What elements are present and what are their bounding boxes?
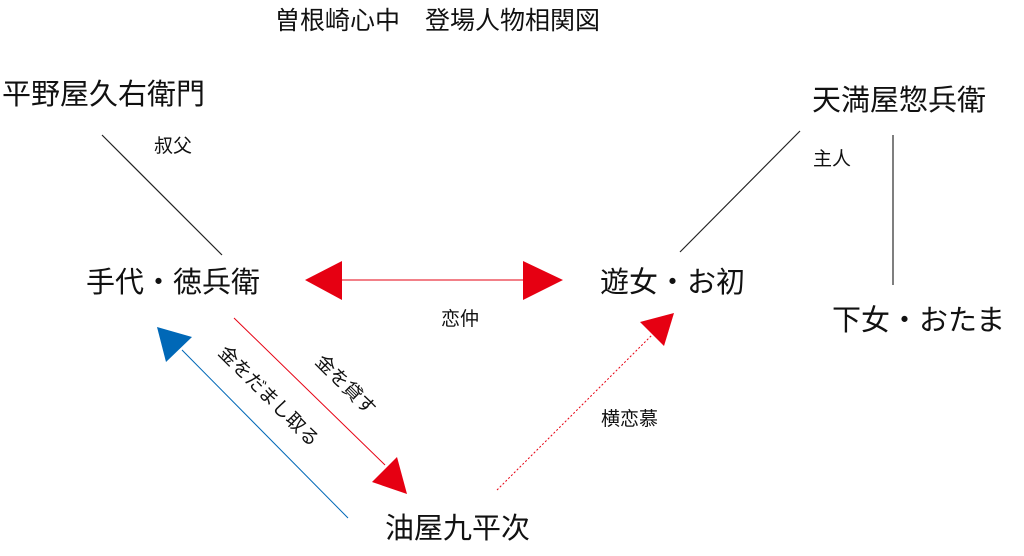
arrowhead-left-icon xyxy=(305,261,342,300)
node-ohatsu: 遊女・お初 xyxy=(600,265,746,299)
edge-unrequited-love xyxy=(496,334,653,491)
node-sobei: 天満屋惣兵衛 xyxy=(812,83,987,117)
page-title: 曽根崎心中 登場人物相関図 xyxy=(275,6,601,35)
edge-swindle xyxy=(181,349,349,519)
arrowhead-unrequited-icon xyxy=(640,313,674,346)
node-otama: 下女・おたま xyxy=(832,303,1006,337)
edge-lend-money xyxy=(233,317,386,466)
edge-label-master: 主人 xyxy=(813,148,852,170)
arrowhead-swindle-icon xyxy=(157,327,192,362)
edge-master xyxy=(679,130,801,253)
edge-label-lovers: 恋仲 xyxy=(441,308,480,330)
node-kuemon: 平野屋久右衛門 xyxy=(2,77,206,111)
arrowhead-right-icon xyxy=(523,261,563,300)
node-tokubei: 手代・徳兵衛 xyxy=(86,265,261,299)
edge-uncle xyxy=(101,134,223,256)
edge-label-uncle: 叔父 xyxy=(154,135,193,157)
arrowhead-lend-icon xyxy=(372,457,407,494)
edge-label-unrequited: 横恋慕 xyxy=(601,408,659,430)
node-kuheiji: 油屋九平次 xyxy=(385,511,531,545)
